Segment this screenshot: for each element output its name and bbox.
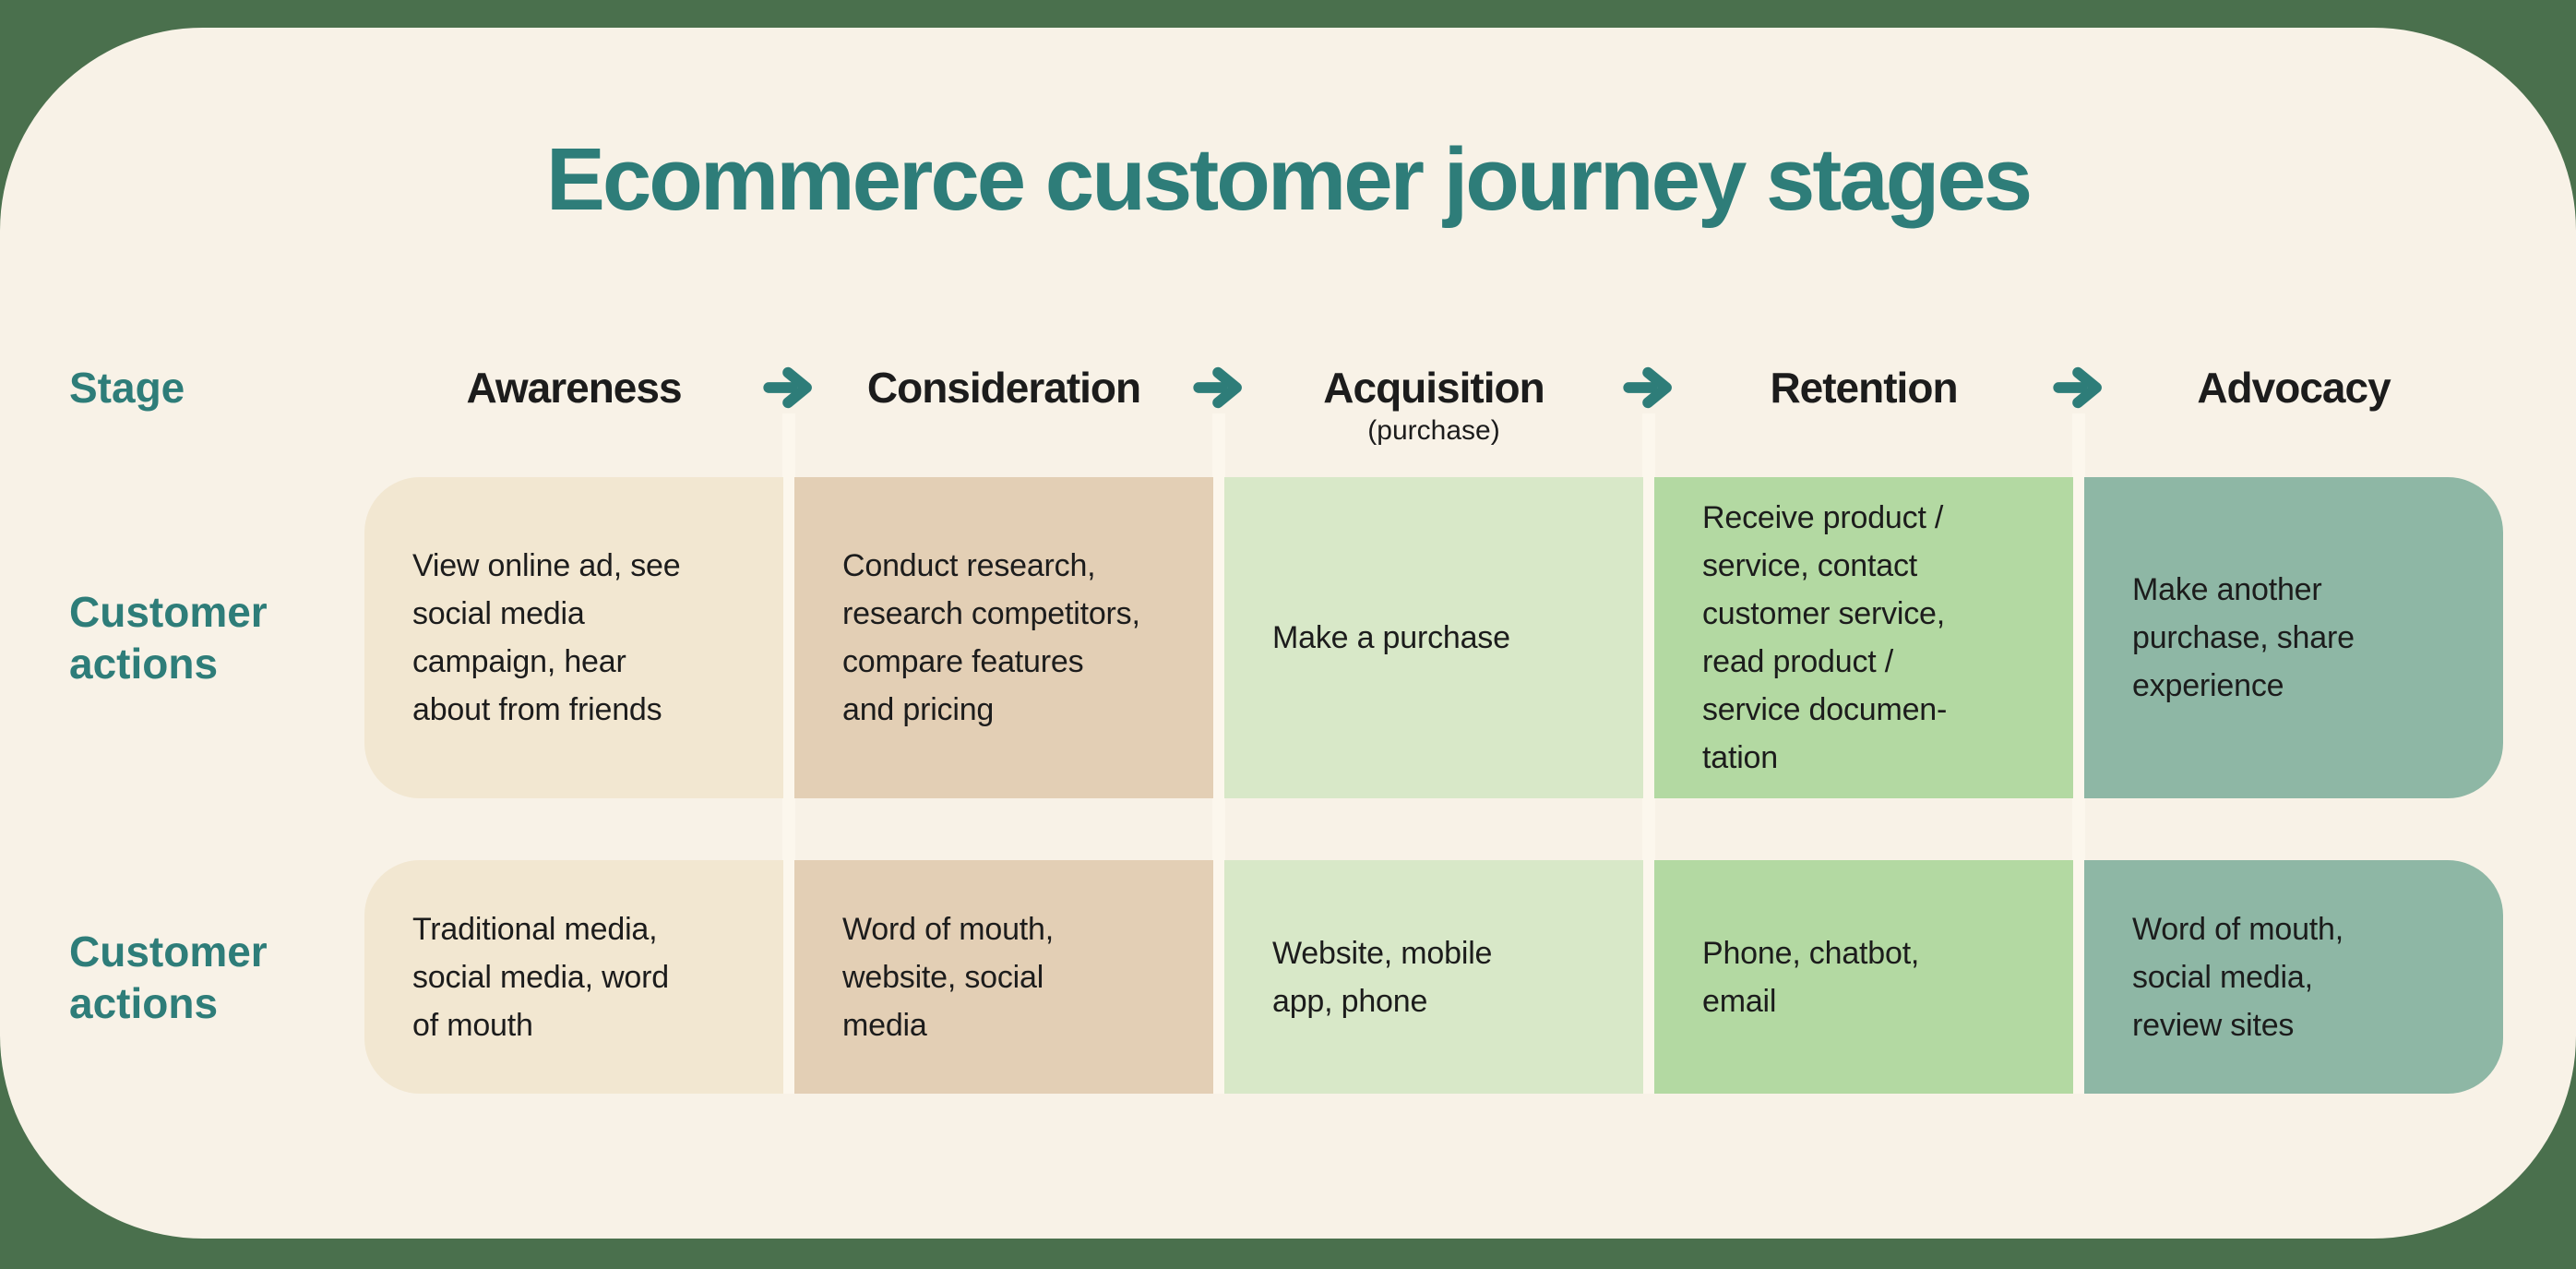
cell-advocacy-actions: Make another purchase, share experience	[2084, 477, 2503, 798]
stage-name: Retention	[1770, 364, 1958, 412]
column-gap-stripe	[1642, 413, 1655, 1094]
cell-acquisition-channels: Website, mobile app, phone	[1224, 860, 1643, 1094]
column-header-acquisition: Acquisition (purchase)	[1224, 364, 1643, 447]
stage-name: Awareness	[466, 364, 682, 412]
stage-row-label: Stage	[69, 364, 185, 412]
row-label-customer-actions-1: Customer actions	[69, 588, 268, 688]
column-header-awareness: Awareness	[364, 364, 783, 412]
arrow-right-icon	[2052, 364, 2105, 412]
cell-consideration-actions: Conduct research, research competitors, …	[794, 477, 1213, 798]
column-header-advocacy: Advocacy	[2084, 364, 2503, 412]
page-title: Ecommerce customer journey stages	[545, 130, 2033, 229]
stage-name: Acquisition	[1323, 364, 1544, 412]
column-header-consideration: Consideration	[794, 364, 1213, 412]
column-gap-stripe	[782, 413, 795, 1094]
cell-retention-channels: Phone, chatbot, email	[1654, 860, 2073, 1094]
cell-awareness-channels: Traditional media, social media, word of…	[364, 860, 783, 1094]
cell-retention-actions: Receive product / service, contact custo…	[1654, 477, 2073, 798]
row-label-customer-actions-2: Customer actions	[69, 927, 268, 1027]
stage-name: Consideration	[866, 364, 1141, 412]
column-header-retention: Retention	[1654, 364, 2073, 412]
stage-subtitle: (purchase)	[1367, 415, 1500, 446]
cell-acquisition-actions: Make a purchase	[1224, 477, 1643, 798]
cell-awareness-actions: View online ad, see social media campaig…	[364, 477, 783, 798]
column-gap-stripe	[1212, 413, 1225, 1094]
arrow-right-icon	[1192, 364, 1246, 412]
stage-name: Advocacy	[2197, 364, 2391, 412]
arrow-right-icon	[1622, 364, 1676, 412]
cell-consideration-channels: Word of mouth, website, social media	[794, 860, 1213, 1094]
column-gap-stripe	[2072, 413, 2085, 1094]
arrow-right-icon	[762, 364, 816, 412]
cell-advocacy-channels: Word of mouth, social media, review site…	[2084, 860, 2503, 1094]
